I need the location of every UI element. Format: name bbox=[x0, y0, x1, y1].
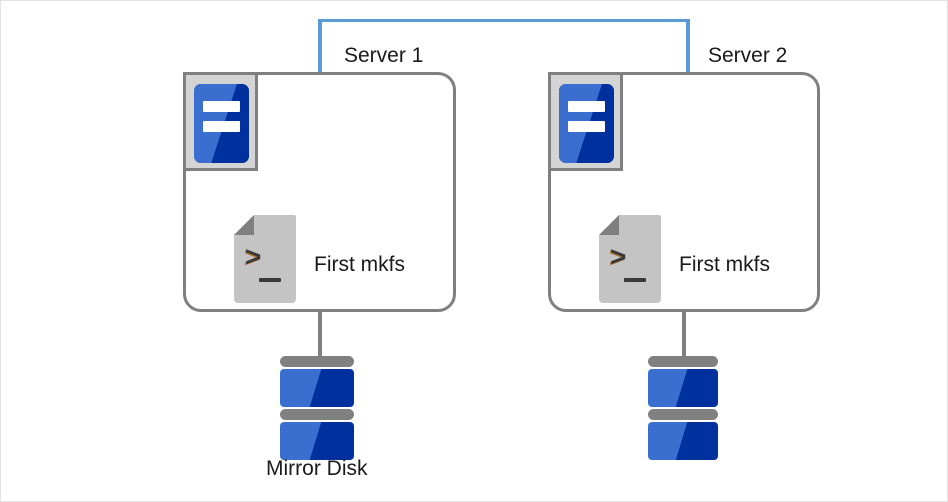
server-icon bbox=[183, 72, 258, 171]
server-icon-slot-bar bbox=[568, 121, 605, 132]
mirror-disk-caption: Mirror Disk bbox=[266, 457, 368, 480]
server-1-process-label: First mkfs bbox=[314, 253, 405, 276]
server-2-process-label: First mkfs bbox=[679, 253, 770, 276]
interconnect-right-segment bbox=[686, 19, 690, 74]
terminal-cursor-icon bbox=[259, 278, 281, 282]
disk-platter-block bbox=[280, 422, 354, 460]
terminal-prompt-glyph: > bbox=[245, 241, 262, 272]
interconnect-top-segment bbox=[318, 19, 690, 22]
server-icon-slot-bar bbox=[203, 101, 240, 112]
server-icon-slot-bar bbox=[203, 121, 240, 132]
terminal-document-icon: > bbox=[599, 215, 661, 303]
interconnect-left-segment bbox=[318, 19, 322, 74]
terminal-document-icon: > bbox=[234, 215, 296, 303]
server-icon bbox=[548, 72, 623, 171]
disk-stack-icon bbox=[280, 356, 354, 462]
server-1-disk-connector bbox=[318, 311, 322, 359]
server-1-label: Server 1 bbox=[344, 44, 424, 67]
disk-platter-block bbox=[648, 422, 718, 460]
server-1-box: > First mkfs bbox=[183, 72, 456, 312]
disk-platter-block bbox=[280, 369, 354, 407]
disk-platter-bar bbox=[648, 356, 718, 367]
terminal-prompt-glyph: > bbox=[610, 241, 627, 272]
disk-platter-block bbox=[648, 369, 718, 407]
disk-stack-icon bbox=[648, 356, 718, 462]
server-2-box: > First mkfs bbox=[548, 72, 820, 312]
terminal-cursor-icon bbox=[624, 278, 646, 282]
document-fold-corner-icon bbox=[234, 215, 254, 235]
disk-platter-bar bbox=[280, 356, 354, 367]
server-icon-body bbox=[194, 84, 249, 163]
disk-platter-bar bbox=[648, 409, 718, 420]
document-fold-corner-icon bbox=[599, 215, 619, 235]
server-2-disk-connector bbox=[682, 311, 686, 359]
disk-platter-bar bbox=[280, 409, 354, 420]
server-icon-body bbox=[559, 84, 614, 163]
server-2-label: Server 2 bbox=[708, 44, 788, 67]
server-icon-slot-bar bbox=[568, 101, 605, 112]
